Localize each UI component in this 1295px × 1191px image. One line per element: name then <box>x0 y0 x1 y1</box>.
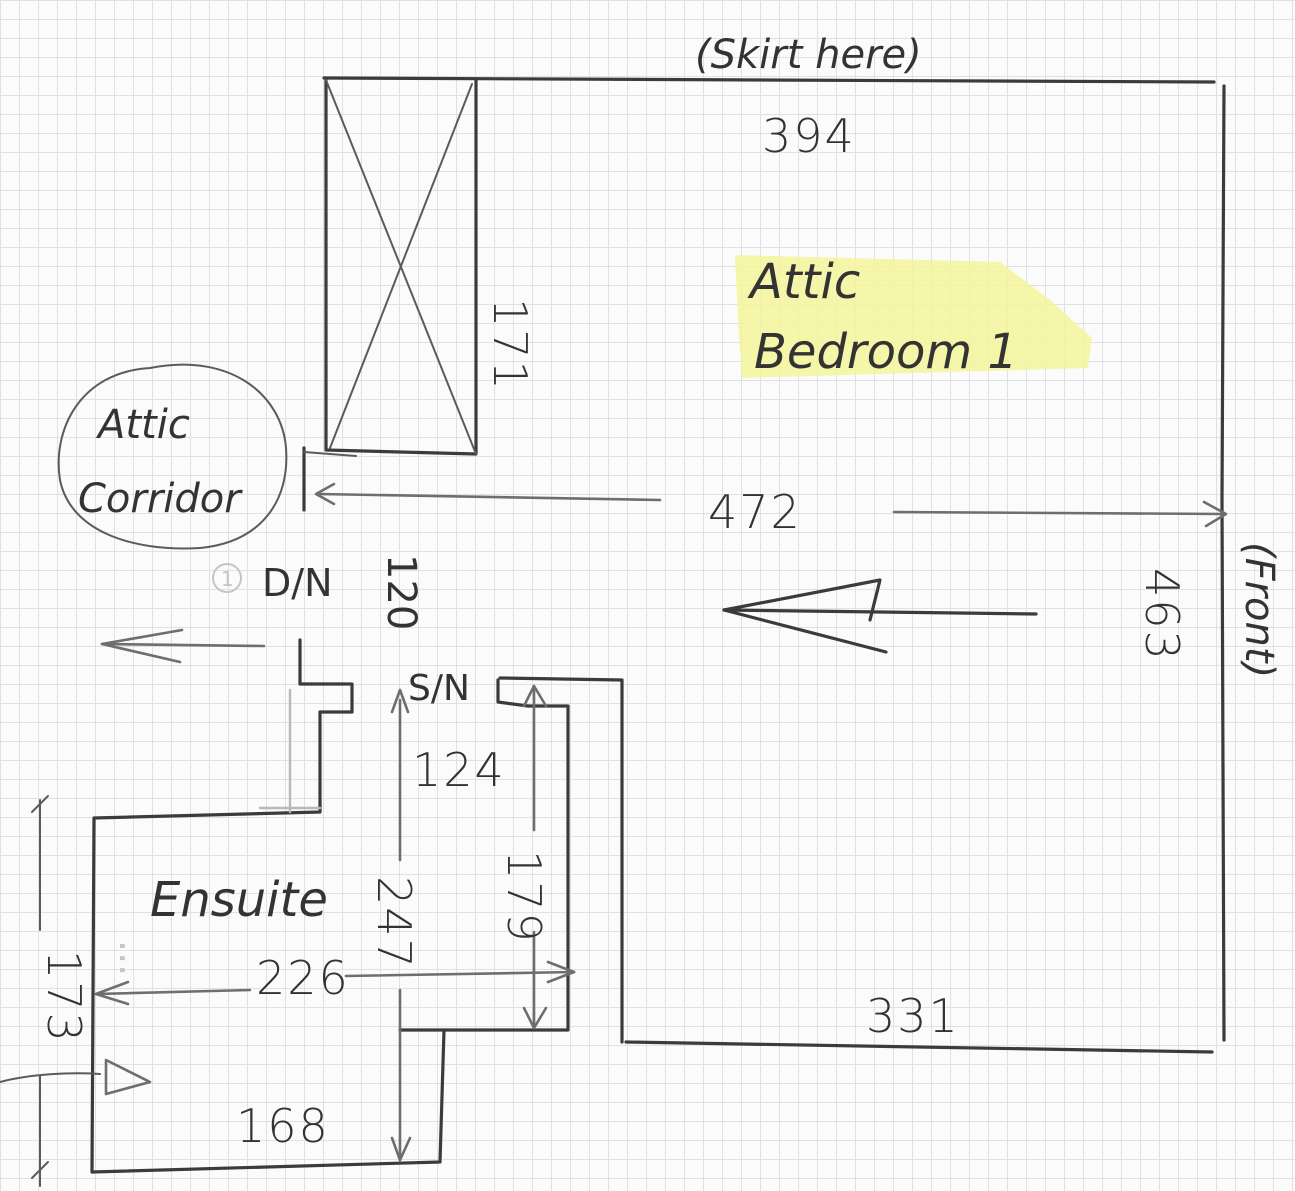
dim-right-wall: 463 <box>1135 568 1189 662</box>
dim-stair-length: 247 <box>367 876 421 970</box>
circled-marker-number: 1 <box>221 567 234 591</box>
stair-structure <box>90 638 570 1174</box>
faint-pencil-mark: ... <box>111 940 155 976</box>
dim-top-wall: 394 <box>762 109 856 163</box>
stair-enclosure-wall <box>498 676 624 1044</box>
bedroom-label-line1: Attic <box>747 254 860 310</box>
dim-ensuite-width: 226 <box>256 951 350 1005</box>
dim-stair-inner-arrow <box>522 684 548 1030</box>
ensuite-label: Ensuite <box>150 872 328 928</box>
dim-bottom-wall: 331 <box>866 989 960 1043</box>
circled-marker <box>212 563 242 593</box>
dim-landing: 124 <box>412 743 506 797</box>
dim-room-width: 472 <box>708 485 802 539</box>
highlighter-mark <box>735 255 1092 378</box>
corridor-label-line1: Attic <box>95 402 190 448</box>
dim-opening: 120 <box>378 554 424 630</box>
down-marker: D/N <box>262 561 333 605</box>
left-arrow <box>100 628 266 664</box>
direction-arrow <box>722 578 1038 654</box>
dim-ensuite-left-line <box>0 795 101 1187</box>
skirt-note: (Skirt here) <box>695 32 922 78</box>
dim-ensuite-left: 173 <box>37 950 91 1044</box>
dim-wardrobe-label: 171 <box>483 298 537 392</box>
corridor-label-line2: Corridor <box>78 476 243 522</box>
corridor-circle <box>57 363 288 550</box>
dim-stair-inner: 179 <box>497 850 551 944</box>
dim-ensuite-width-arrow <box>94 960 576 1006</box>
right-wall <box>1220 84 1226 1042</box>
wardrobe <box>302 76 478 512</box>
bedroom-label-line2: Bedroom 1 <box>754 324 1018 380</box>
step-marker: S/N <box>408 668 470 709</box>
ensuite-door-arrow <box>104 1058 152 1096</box>
dim-ensuite-bottom: 168 <box>236 1099 330 1153</box>
front-note: (Front) <box>1236 542 1282 678</box>
top-wall <box>322 76 1216 84</box>
bottom-wall <box>624 1040 1214 1054</box>
dim-room-width-arrow <box>314 482 1228 528</box>
